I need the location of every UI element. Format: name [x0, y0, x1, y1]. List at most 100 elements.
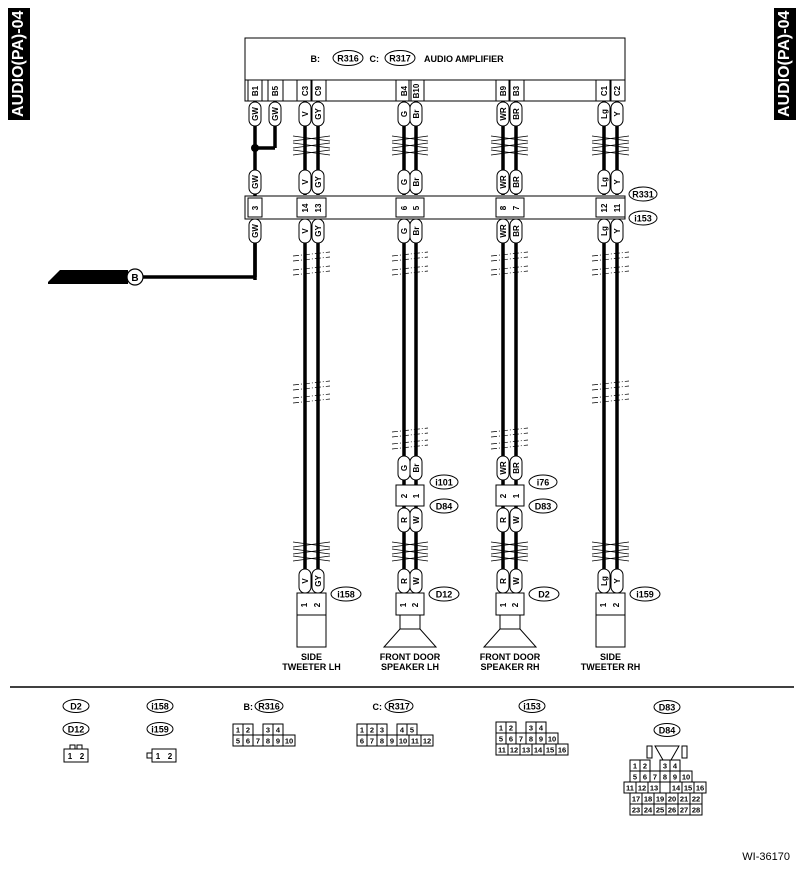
tag-low-6-text: BR [512, 225, 521, 237]
b6-1-break [490, 439, 529, 450]
amp-pin-C9: C9 [314, 85, 323, 96]
inline-lh-pin-0: 2 [400, 493, 409, 498]
tag-drh-out-0-text: R [499, 517, 508, 523]
leg-i159-oval [146, 722, 174, 736]
junction-group-1 [296, 197, 327, 218]
comp-pin1-2: 1 [499, 602, 508, 607]
top-0-twist [292, 135, 331, 142]
leg-d83-r5-cell-5 [689, 803, 703, 816]
amp-pin-B1: B1 [251, 85, 260, 96]
tag-low-5-text: WR [499, 224, 508, 238]
tag-mid-5-text: WR [499, 175, 508, 189]
tag-top-3-tag [311, 101, 325, 127]
junction-group-0 [247, 197, 263, 218]
amp-conn-c-label: R317 [389, 54, 411, 64]
leg-d2-p1: 1 [68, 752, 73, 761]
leg-d83-r1-val-4: 4 [673, 762, 678, 771]
leg-d83-r3-val-1: 12 [638, 784, 646, 793]
speaker-cone-2 [482, 628, 538, 648]
leg-i158-p2: 2 [168, 752, 173, 761]
amp-pin-C2: C2 [613, 85, 622, 96]
tag-mid-1-tag [298, 169, 312, 195]
junction-pin-7: 7 [512, 205, 521, 210]
tag-low-4-tag [409, 218, 423, 244]
top-0-twist [292, 149, 331, 156]
b1-2-break [490, 251, 529, 262]
b2-3-break [591, 265, 630, 276]
top-3-twist [591, 135, 630, 142]
tag-mid-0-tag [248, 169, 262, 195]
leg-d83-r3-val-6: 16 [696, 784, 704, 793]
junction-conn-bottom-label: i153 [634, 214, 652, 224]
inline-rh-box [495, 484, 525, 507]
bot-0-twist [292, 548, 331, 555]
comp-label1-0: SIDE [301, 652, 322, 662]
leg-r317-r1-val-0: 1 [360, 726, 364, 735]
tag-top-6-text: WR [499, 107, 508, 121]
leg-r316-r2-val-2: 7 [256, 737, 260, 746]
tag-mid-0-text: GW [251, 175, 260, 189]
amp-pin-C3: C3 [301, 85, 310, 96]
comp-label1-3: SIDE [600, 652, 621, 662]
leg-d83-r1-val-0: 1 [633, 762, 637, 771]
leg-i153-r3-val-0: 11 [498, 746, 506, 755]
leg-d83-r3-val-5: 15 [684, 784, 692, 793]
tag-low-2-text: GY [314, 225, 323, 237]
b4-0-break [292, 393, 331, 404]
leg-d83-r1-val-3: 3 [663, 762, 667, 771]
b6-0-break [391, 439, 429, 450]
leg-r317-r1-val-4: 4 [400, 726, 405, 735]
leg-i153-r1-val-0: 1 [499, 724, 503, 733]
leg-i153-r2-val-3: 8 [529, 735, 533, 744]
leg-d83-r2-val-2: 7 [653, 773, 657, 782]
leg-i153-r2-val-4: 9 [539, 735, 543, 744]
b4-1-break [591, 393, 630, 404]
leg-i153-label: i153 [523, 702, 541, 712]
leg-i153-oval [518, 699, 546, 713]
comp-conn-1-label: D12 [436, 590, 453, 600]
leg-r316-r1-val-1: 2 [246, 726, 250, 735]
comp-pin2-0: 2 [313, 602, 322, 607]
offpage-label: AUDIO(PA)-01 [65, 274, 119, 283]
leg-d83-r2-val-3: 8 [663, 773, 667, 782]
junction-pin-3: 3 [251, 205, 260, 210]
tag-mid-8-tag [610, 169, 624, 195]
leg-r316-r2-val-4: 9 [276, 737, 280, 746]
bot-1-twist [391, 548, 429, 555]
tag-top-2-tag [298, 101, 312, 127]
leg-r317-r2-val-1: 7 [370, 737, 374, 746]
inline-rh-top-label: i76 [537, 478, 550, 488]
leg-d83-label: D83 [659, 703, 676, 713]
tag-mid-5-tag [496, 169, 510, 195]
leg-r316-oval [254, 699, 284, 713]
tag-top-3-text: GY [314, 108, 323, 120]
junction-conn-bottom-oval [628, 210, 658, 226]
speaker-neck-1 [399, 614, 421, 630]
junction-pin-8: 8 [499, 205, 508, 210]
comp-conn-1-oval [428, 586, 460, 602]
tag-mid-4-tag [409, 169, 423, 195]
tag-low-7-text: Lg [600, 226, 609, 236]
amp-pin-B9: B9 [499, 85, 508, 96]
tag-low-4-text: Br [412, 227, 421, 236]
top-1-twist [391, 149, 429, 156]
leg-d83-r2-val-1: 6 [643, 773, 647, 782]
tag-top-4-text: G [400, 111, 409, 117]
leg-d2-p2: 2 [80, 752, 85, 761]
junction-group-2 [395, 197, 425, 218]
comp-conn-0-label: i158 [337, 590, 355, 600]
tag-dlh-in-1-tag [409, 455, 423, 481]
comp-label2-0: TWEETER LH [282, 662, 341, 672]
leg-d83-funnel [654, 745, 680, 761]
inline-lh-top-label: i101 [435, 478, 453, 488]
inline-rh-bottom-oval [528, 498, 558, 514]
top-1-twist [391, 142, 429, 149]
bot-3-twist [591, 555, 630, 562]
tag-mid-7-tag [597, 169, 611, 195]
junction-pin-6: 6 [400, 205, 409, 210]
leg-d83-r4-val-0: 17 [632, 795, 640, 804]
junction-pin-12: 12 [600, 203, 609, 212]
tag-drh-out-0-tag [496, 507, 510, 533]
amp-pin-group-0 [247, 79, 284, 102]
